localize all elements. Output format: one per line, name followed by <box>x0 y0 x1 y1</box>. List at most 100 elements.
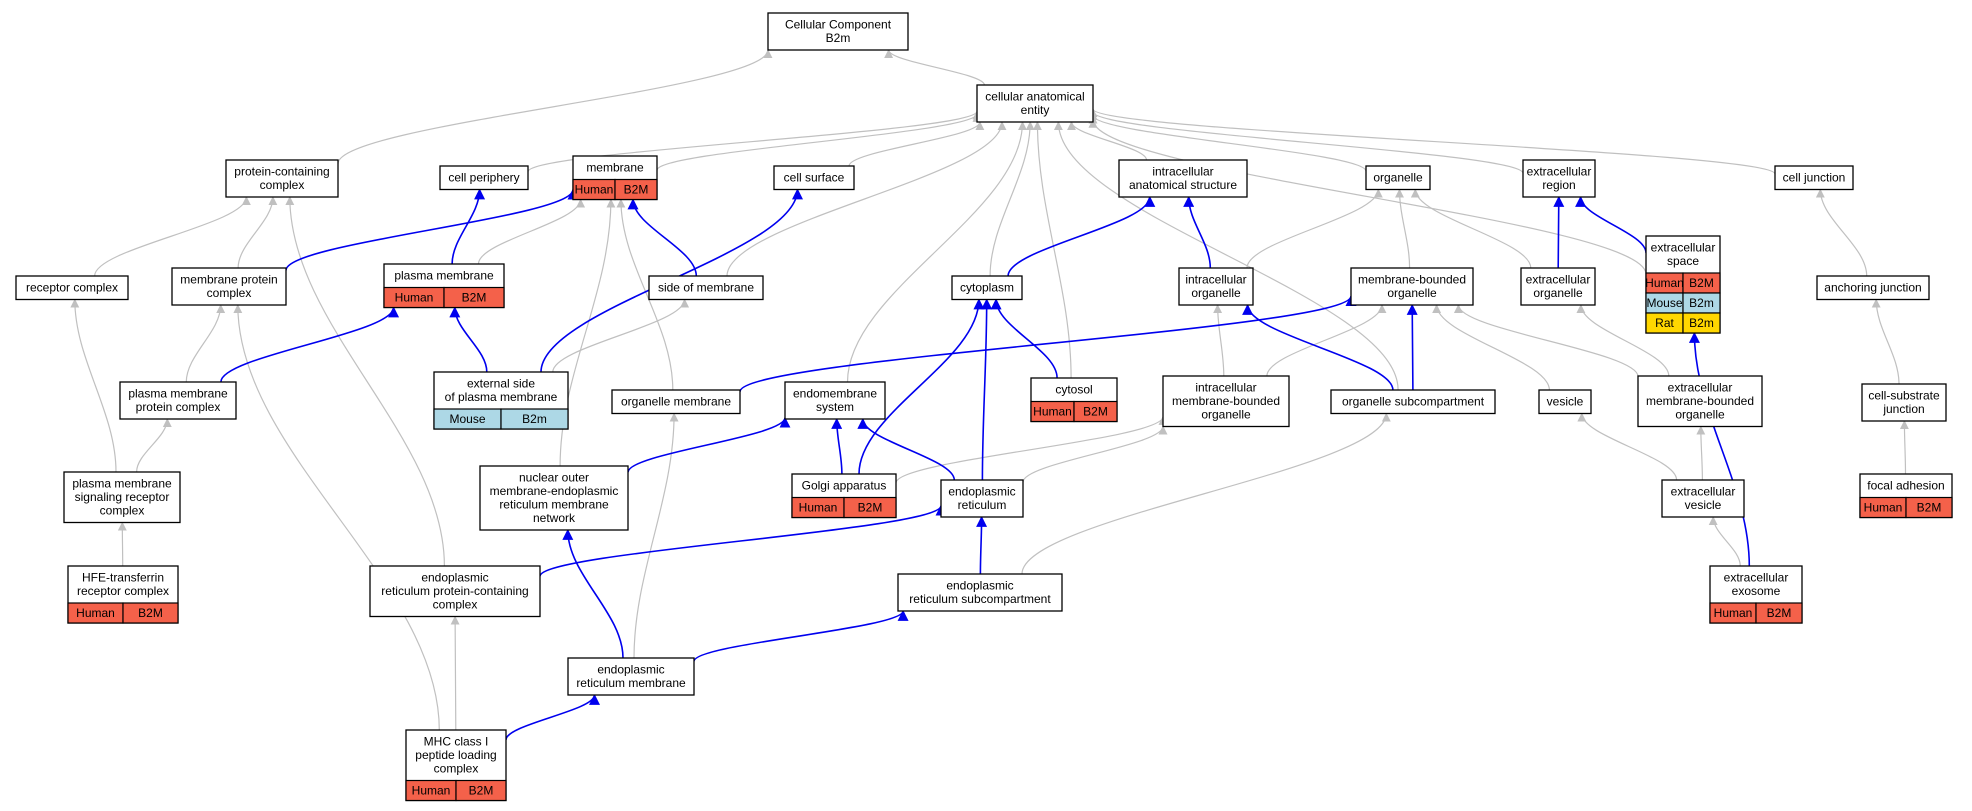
node-label-line: network <box>533 511 576 525</box>
node-label-line: membrane-bounded <box>1172 394 1280 408</box>
gene-label: B2M <box>469 784 494 798</box>
part-of-edge-ecs-to-ecr <box>1575 195 1647 254</box>
node-box <box>1816 275 1930 301</box>
is-a-edge-ias-to-cae <box>1067 121 1148 161</box>
gene-cell <box>443 286 505 309</box>
gene-cell <box>1755 602 1803 624</box>
node-som[interactable]: side of membrane <box>648 275 764 301</box>
node-label-line: Cellular Component <box>785 18 892 32</box>
node-box <box>15 275 129 301</box>
node-box <box>1538 389 1592 415</box>
node-osc[interactable]: organelle subcompartment <box>1330 389 1496 415</box>
node-label-line: complex <box>100 504 145 518</box>
is-a-edge-membrane-to-cae <box>656 112 982 171</box>
node-label-line: membrane-endoplasmic <box>490 484 619 498</box>
node-label-line: signaling receptor <box>75 490 170 504</box>
is-a-edge-cperiph-to-cae <box>527 110 982 173</box>
node-nom[interactable]: nuclear outermembrane-endoplasmicreticul… <box>479 465 629 531</box>
is-a-edge-embo-to-mbo <box>1453 304 1639 377</box>
node-label-line: of plasma membrane <box>445 390 558 404</box>
node-box <box>119 381 237 420</box>
node-label-line: cell periphery <box>448 171 519 185</box>
node-organelle[interactable]: organelle <box>1365 165 1431 191</box>
node-vesicle[interactable]: vesicle <box>1538 389 1592 415</box>
part-of-edge-osc-to-io <box>1242 303 1394 391</box>
part-of-edge-pm-to-cperiph <box>451 188 486 265</box>
node-cyto[interactable]: cytoplasm <box>951 275 1023 301</box>
node-om[interactable]: organelle membrane <box>611 389 741 415</box>
node-cperiph[interactable]: cell periphery <box>439 165 529 191</box>
is-a-edge-om-to-membrane <box>616 198 674 391</box>
gene-cell <box>1073 400 1118 423</box>
is-a-edge-csj-to-ajunc <box>1871 298 1900 385</box>
node-box <box>1118 159 1248 198</box>
gene-cell <box>500 408 569 430</box>
node-label-line: external side <box>467 377 535 391</box>
node-box <box>1178 267 1254 306</box>
node-label-line: Golgi apparatus <box>802 479 887 493</box>
part-of-edge-om-to-mbo <box>739 295 1357 393</box>
node-label-line: reticulum subcompartment <box>909 592 1051 606</box>
node-label-line: protein-containing <box>234 165 329 179</box>
node-box <box>567 657 695 696</box>
node-label-line: extracellular <box>1671 485 1736 499</box>
node-label-line: intracellular <box>1185 273 1246 287</box>
node-csurf[interactable]: cell surface <box>773 165 855 191</box>
part-of-edge-erm-to-nom <box>562 528 624 659</box>
part-of-edge-esopm-to-pm <box>449 306 488 373</box>
node-box <box>940 479 1024 518</box>
node-label-line: cytosol <box>1055 383 1092 397</box>
gene-cell <box>122 602 179 624</box>
node-rcomplex[interactable]: receptor complex <box>15 275 129 301</box>
gene-label: B2M <box>858 501 883 515</box>
gene-label: B2M <box>138 606 163 620</box>
node-label-line: membrane-bounded <box>1646 394 1754 408</box>
node-cjunc[interactable]: cell junction <box>1774 165 1854 191</box>
edge-layer <box>70 49 1909 741</box>
node-label-line: endoplasmic <box>946 579 1013 593</box>
node-box <box>773 165 855 191</box>
node-box <box>784 381 886 420</box>
node-label-line: organelle membrane <box>621 395 731 409</box>
node-label-line: extracellular <box>1527 165 1592 179</box>
part-of-edge-erpcc-to-er <box>539 504 947 577</box>
part-of-edge-som-to-membrane <box>627 198 698 277</box>
gene-label: B2M <box>1689 276 1714 290</box>
part-of-edge-mhc-to-erm <box>505 693 600 741</box>
node-label-line: extracellular <box>1724 571 1789 585</box>
node-label-line: system <box>816 400 854 414</box>
node-label-line: plasma membrane <box>394 269 494 283</box>
node-ajunc[interactable]: anchoring junction <box>1816 275 1930 301</box>
is-a-edge-osc-to-cae <box>1053 121 1399 391</box>
